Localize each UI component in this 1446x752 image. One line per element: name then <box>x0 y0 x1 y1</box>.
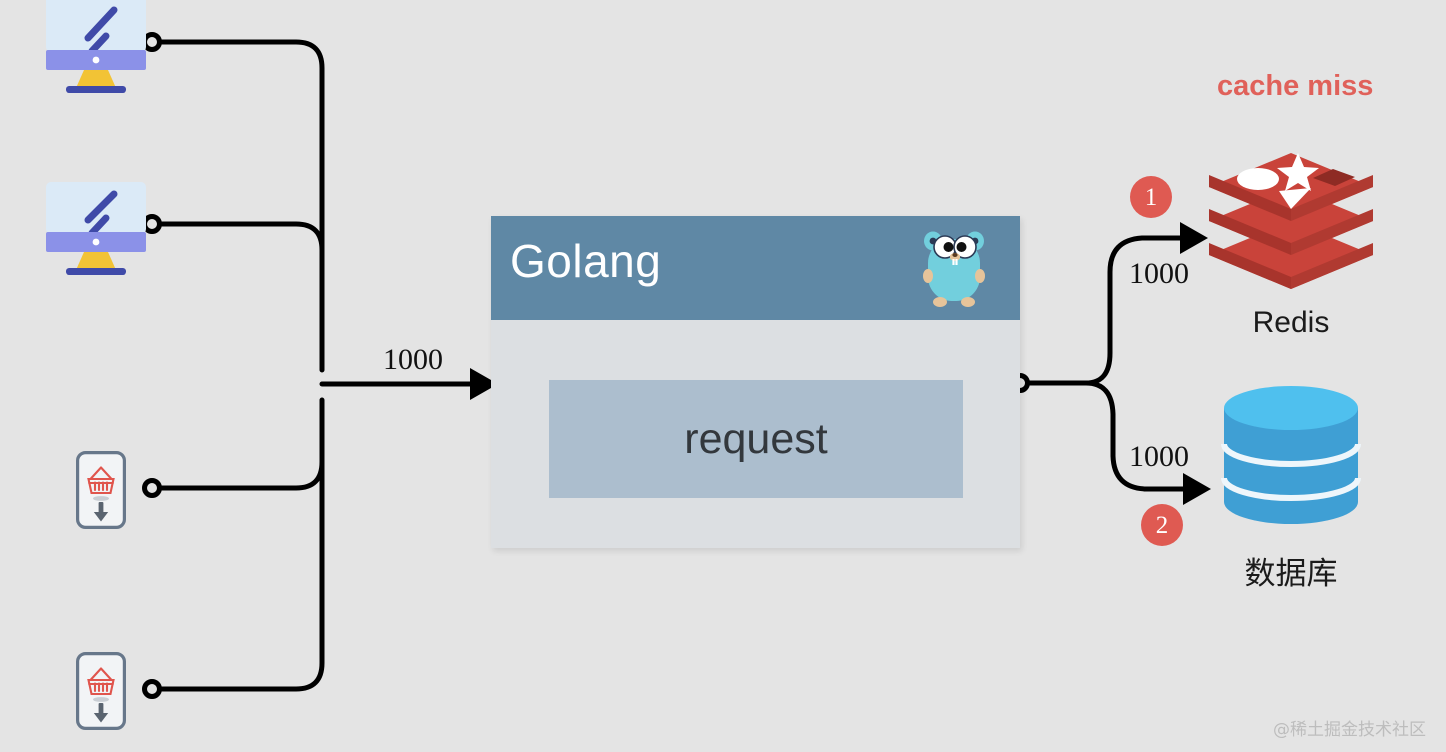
redis-caption: Redis <box>1252 306 1330 339</box>
flow-label-to-redis: 1000 <box>1129 257 1189 290</box>
phone-shadow <box>93 697 109 702</box>
database-caption: 数据库 <box>1244 556 1338 592</box>
client-phone-1[interactable] <box>76 451 126 530</box>
edge-client2-to-trunk <box>156 221 325 373</box>
db-band-2 <box>1221 477 1361 501</box>
phone-body <box>76 451 126 530</box>
edge-client3-to-trunk <box>156 397 325 491</box>
arrowhead-into-redis <box>1180 222 1208 254</box>
edge-fork-to-redis <box>1083 235 1185 386</box>
flow-label-ingress: 1000 <box>383 343 443 376</box>
watermark: @稀土掘金技术社区 <box>1273 720 1426 740</box>
redis-mark-square <box>1313 169 1355 186</box>
redis-mark-ellipse <box>1237 168 1279 190</box>
golang-service-box[interactable]: Golang <box>491 216 1020 548</box>
phone-body <box>76 652 126 731</box>
db-top <box>1224 386 1358 430</box>
monitor-indicator <box>92 238 100 246</box>
db-band-1 <box>1221 443 1361 467</box>
download-arrow-icon <box>93 703 109 723</box>
service-title: Golang <box>510 235 662 287</box>
database-cylinder-icon[interactable] <box>1220 386 1362 528</box>
edge-client1-to-trunk <box>156 39 325 365</box>
client-desktop-1[interactable] <box>42 0 150 96</box>
monitor-stand <box>76 252 116 270</box>
redis-mark-star <box>1277 153 1319 191</box>
monitor-indicator <box>92 56 100 64</box>
node-client3 <box>142 478 162 498</box>
redis-mark-triangle <box>1279 188 1311 209</box>
monitor-stand <box>76 70 116 88</box>
monitor-screen-glare <box>84 6 118 55</box>
monitor-base <box>66 268 126 275</box>
client-desktop-2[interactable] <box>42 182 150 278</box>
download-arrow-icon <box>93 502 109 522</box>
step-badge-2: 2 <box>1141 504 1183 546</box>
node-client4 <box>142 679 162 699</box>
service-header: Golang <box>491 216 1020 320</box>
edge-client4-to-trunk <box>156 407 325 692</box>
go-gopher-icon <box>920 221 988 315</box>
shopping-basket-icon <box>87 466 115 495</box>
redis-slab-top <box>1209 153 1373 221</box>
step-badge-1: 1 <box>1130 176 1172 218</box>
client-phone-2[interactable] <box>76 652 126 731</box>
monitor-screen-glare <box>84 190 118 237</box>
cache-miss-annotation: cache miss <box>1217 70 1374 102</box>
phone-shadow <box>93 496 109 501</box>
monitor-base <box>66 86 126 93</box>
edge-fork-to-database <box>1083 380 1188 492</box>
shopping-basket-icon <box>87 667 115 696</box>
flow-label-to-database: 1000 <box>1129 440 1189 473</box>
request-label: request <box>684 414 828 463</box>
arrowhead-into-service <box>470 368 498 400</box>
redis-logo-icon[interactable] <box>1203 131 1379 293</box>
arrowhead-into-database <box>1183 473 1211 505</box>
request-inner-box[interactable]: request <box>549 380 963 498</box>
arrowheads <box>470 222 1211 505</box>
